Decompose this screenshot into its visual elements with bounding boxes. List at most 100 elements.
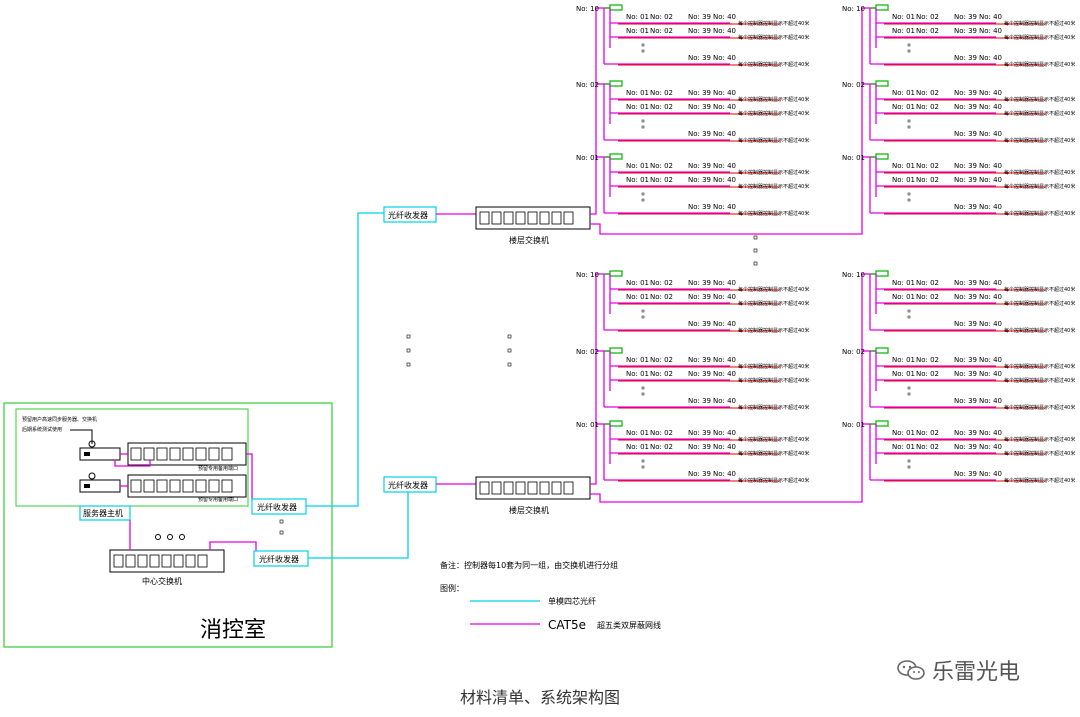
server-device-1 — [79, 440, 121, 461]
controller-label: No: 39 — [688, 397, 711, 405]
device-note: 每个控制器控制显示不超过40米 — [1004, 183, 1075, 190]
ellipsis-markers — [279, 235, 758, 535]
device-note: 每个控制器控制显示不超过40米 — [738, 20, 809, 27]
controller-label: No: 02 — [650, 162, 673, 170]
controller-label: No: 02 — [916, 13, 939, 21]
server-area-border — [15, 408, 249, 507]
controller-label: No: 01 — [892, 89, 915, 97]
controller-label: No: 39 — [688, 162, 711, 170]
device-note: 每个控制器控制显示不超过40米 — [1004, 110, 1075, 117]
device-note: 每个控制器控制显示不超过40米 — [1004, 436, 1075, 443]
controller-label: No: 39 — [688, 279, 711, 287]
controller-label: No: 01 — [892, 443, 915, 451]
device-note: 每个控制器控制显示不超过40米 — [738, 137, 809, 144]
group-head-device — [609, 80, 623, 87]
controller-label: No: 40 — [713, 13, 736, 21]
controller-label: No: 01 — [892, 27, 915, 35]
group-number-label: No: 02 — [842, 348, 865, 356]
group-head-device — [609, 4, 623, 11]
controller-label: No: 02 — [650, 370, 673, 378]
controller-label: No: 40 — [979, 176, 1002, 184]
server-note-line2: 后期系统测试使用 — [22, 426, 62, 433]
controller-label: No: 01 — [626, 27, 649, 35]
controller-label: No: 40 — [979, 356, 1002, 364]
controller-label: No: 39 — [954, 356, 977, 364]
device-note: 每个控制器控制显示不超过40米 — [1004, 137, 1075, 144]
device-note: 每个控制器控制显示不超过40米 — [1004, 210, 1075, 217]
controller-label: No: 01 — [626, 162, 649, 170]
controller-label: No: 01 — [626, 370, 649, 378]
controller-label: No: 40 — [979, 443, 1002, 451]
device-note: 每个控制器控制显示不超过40米 — [738, 404, 809, 411]
controller-label: No: 39 — [954, 27, 977, 35]
controller-label: No: 39 — [954, 176, 977, 184]
controller-label: No: 40 — [713, 89, 736, 97]
group-number-label: No: 10 — [842, 271, 865, 279]
controller-label: No: 02 — [916, 103, 939, 111]
controller-label: No: 02 — [916, 27, 939, 35]
group-number-label: No: 10 — [842, 5, 865, 13]
device-note: 每个控制器控制显示不超过40米 — [1004, 327, 1075, 334]
controller-label: No: 39 — [688, 443, 711, 451]
device-note: 每个控制器控制显示不超过40米 — [738, 210, 809, 217]
group-head-device — [609, 270, 623, 277]
device-note: 每个控制器控制显示不超过40米 — [1004, 300, 1075, 307]
controller-label: No: 02 — [650, 293, 673, 301]
controller-label: No: 01 — [626, 279, 649, 287]
controller-label: No: 02 — [916, 293, 939, 301]
controller-label: No: 01 — [892, 293, 915, 301]
group-head-device — [875, 347, 889, 354]
controller-label: No: 02 — [916, 162, 939, 170]
controller-label: No: 40 — [979, 279, 1002, 287]
controller-label: No: 40 — [713, 443, 736, 451]
group-number-label: No: 01 — [842, 421, 865, 429]
server-port-note-1: 预留专用备用端口 — [198, 465, 238, 472]
device-note: 每个控制器控制显示不超过40米 — [1004, 404, 1075, 411]
group-head-device — [609, 420, 623, 427]
device-note: 每个控制器控制显示不超过40米 — [738, 110, 809, 117]
device-note: 每个控制器控制显示不超过40米 — [1004, 20, 1075, 27]
controller-label: No: 02 — [650, 279, 673, 287]
group-head-device — [875, 153, 889, 160]
fiber-transceiver-ctrl-1: 光纤收发器 — [257, 502, 297, 512]
controller-label: No: 40 — [713, 130, 736, 138]
controller-label: No: 39 — [954, 89, 977, 97]
brand-watermark: 乐雷光电 — [896, 654, 1020, 686]
controller-label: No: 39 — [688, 176, 711, 184]
controller-label: No: 01 — [892, 370, 915, 378]
controller-label: No: 01 — [626, 443, 649, 451]
device-note: 每个控制器控制显示不超过40米 — [738, 169, 809, 176]
controller-label: No: 39 — [688, 429, 711, 437]
legend-title: 图例： — [440, 583, 464, 593]
floor-switch-1-label: 楼层交换机 — [509, 235, 549, 245]
diagram-caption: 材料清单、系统架构图 — [459, 688, 620, 707]
controller-label: No: 02 — [650, 27, 673, 35]
controller-label: No: 01 — [626, 293, 649, 301]
controller-label: No: 40 — [713, 356, 736, 364]
controller-label: No: 40 — [713, 162, 736, 170]
group-number-label: No: 02 — [576, 81, 599, 89]
device-note: 每个控制器控制显示不超过40米 — [738, 300, 809, 307]
controller-label: No: 39 — [954, 470, 977, 478]
legend-cat-code: CAT5e — [548, 618, 586, 632]
controller-label: No: 01 — [626, 356, 649, 364]
controller-label: No: 40 — [713, 320, 736, 328]
device-note: 每个控制器控制显示不超过40米 — [738, 477, 809, 484]
controller-label: No: 01 — [892, 279, 915, 287]
controller-label: No: 02 — [650, 89, 673, 97]
device-note: 每个控制器控制显示不超过40米 — [1004, 363, 1075, 370]
controller-label: No: 40 — [979, 54, 1002, 62]
device-note: 每个控制器控制显示不超过40米 — [738, 96, 809, 103]
device-note: 每个控制器控制显示不超过40米 — [738, 61, 809, 68]
controller-label: No: 40 — [979, 130, 1002, 138]
controller-label: No: 02 — [916, 279, 939, 287]
controller-label: No: 39 — [688, 130, 711, 138]
controller-label: No: 01 — [892, 162, 915, 170]
group-head-device — [875, 4, 889, 11]
